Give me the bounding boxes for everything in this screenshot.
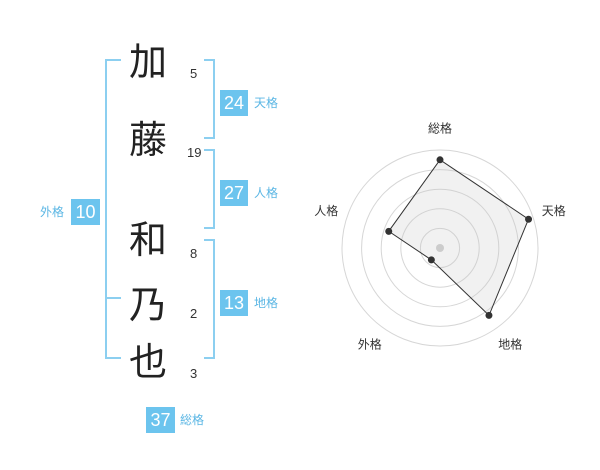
chikaku-bracket [204,239,215,359]
radar-ring-4 [361,169,519,327]
soukaku-value: 37 [146,407,175,433]
tenkaku-value: 24 [220,90,248,116]
chikaku-value: 13 [220,290,248,316]
tenkaku-bracket [204,59,215,139]
gaikaku-bracket [105,59,121,359]
stroke-count-1: 5 [190,66,198,81]
radar-axis-label-4: 外格 [358,337,382,352]
radar-point-1 [436,156,444,164]
chikaku-label: 地格 [254,296,279,310]
stroke-count-3: 8 [190,246,198,261]
radar-ring-2 [400,208,480,288]
stroke-count-2: 19 [187,145,202,160]
radar-axis-label-3: 地格 [498,337,522,352]
name-char-4: 乃 [128,283,167,327]
name-char-3: 和 [128,218,167,262]
jinkaku-bracket [204,149,215,229]
radar-ring-5 [341,149,539,347]
gaikaku-value: 10 [71,199,100,225]
stroke-count-5: 3 [190,366,198,381]
gaikaku-label: 外格 [40,205,65,219]
radar-axis-label-2: 天格 [542,203,566,218]
name-char-2: 藤 [128,118,167,162]
stroke-count-4: 2 [190,306,198,321]
radar-polygon [387,159,530,317]
soukaku-label: 総格 [180,413,205,427]
radar-axis-label-5: 人格 [314,203,338,218]
radar-center-dot [436,244,444,252]
radar-ring-3 [380,188,500,308]
radar-axis-label-1: 総格 [428,120,452,135]
radar-point-4 [427,256,435,264]
tenkaku-label: 天格 [254,96,279,110]
radar-point-2 [525,215,533,223]
jinkaku-value: 27 [220,180,248,206]
radar-point-3 [485,311,493,319]
jinkaku-label: 人格 [254,186,279,200]
name-char-5: 也 [128,340,167,384]
name-char-1: 加 [128,40,167,84]
radar-point-5 [385,227,393,235]
